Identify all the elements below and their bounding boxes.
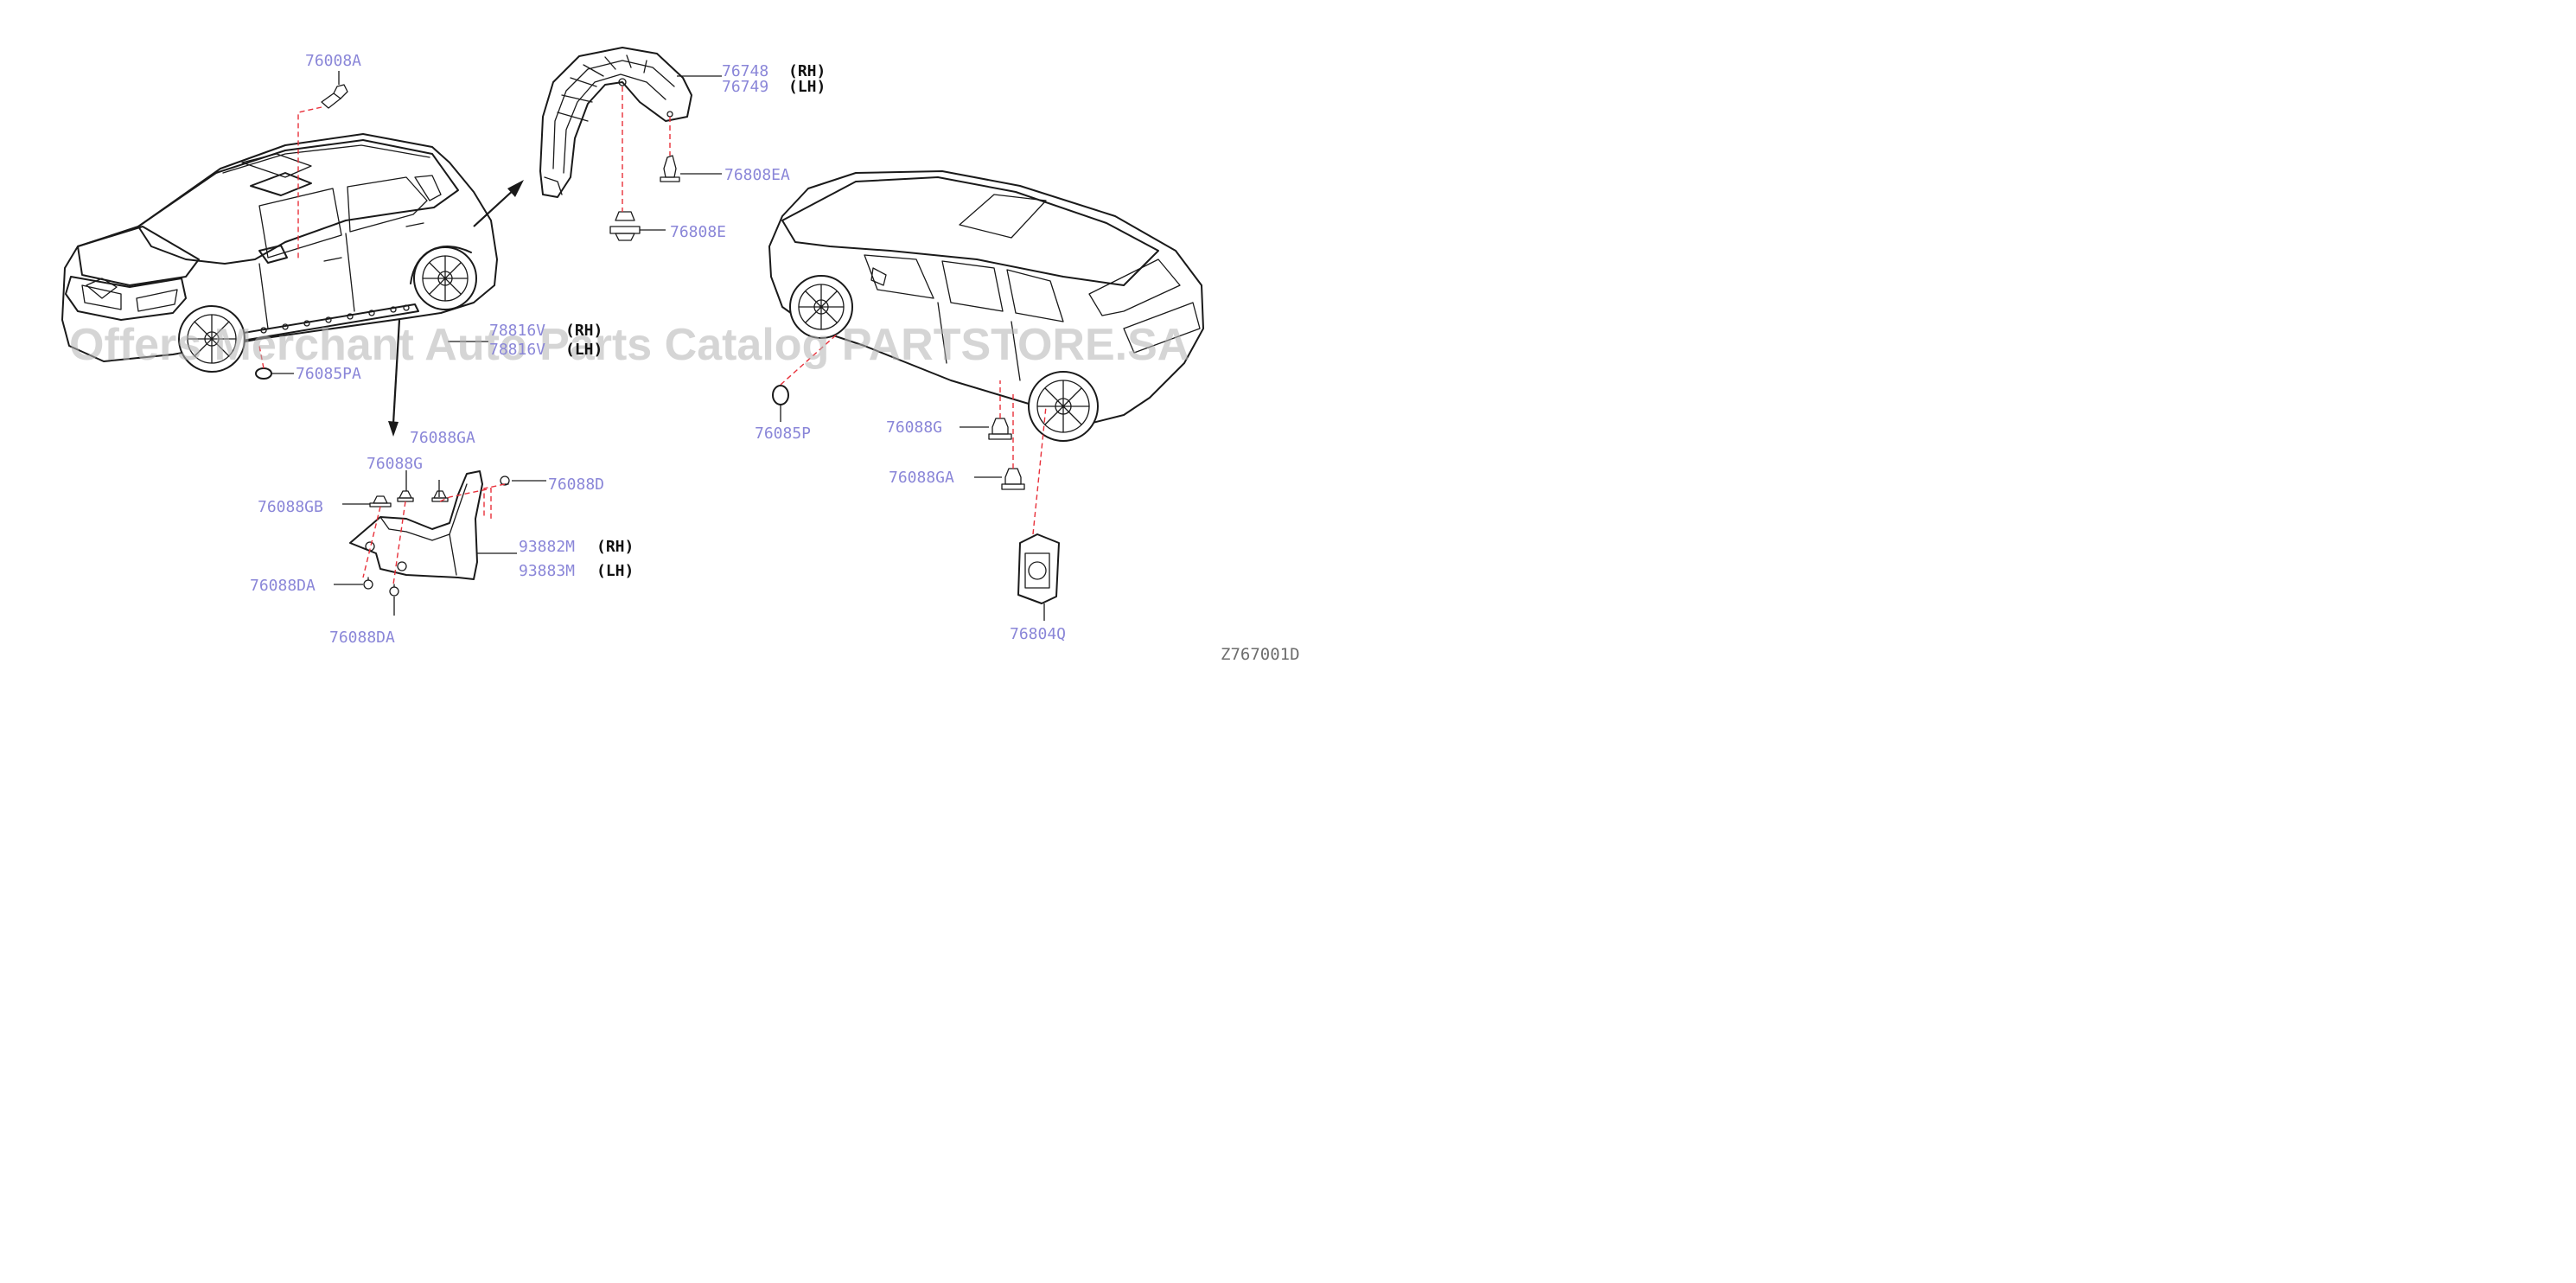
fender-protector-illustration bbox=[539, 47, 692, 198]
mud-guard-illustration bbox=[349, 470, 483, 580]
side-label-rh-93882M: (RH) bbox=[596, 538, 634, 556]
side-label-lh-93883M: (LH) bbox=[596, 562, 634, 580]
part-label-93883M[interactable]: 93883M bbox=[519, 562, 575, 580]
part-label-76088DA-left[interactable]: 76088DA bbox=[250, 577, 316, 595]
dashed-guide-lines bbox=[258, 86, 1047, 585]
part-label-76749[interactable]: 76749 bbox=[722, 78, 768, 96]
side-label-lh: (LH) bbox=[788, 78, 826, 96]
fastener-icons bbox=[255, 84, 1060, 604]
part-label-76804Q[interactable]: 76804Q bbox=[1010, 625, 1066, 643]
part-label-76085P[interactable]: 76085P bbox=[755, 424, 811, 443]
part-label-76088G-right[interactable]: 76088G bbox=[886, 418, 942, 437]
part-label-93882M[interactable]: 93882M bbox=[519, 538, 575, 556]
side-label-lh-78817V: (LH) bbox=[565, 341, 603, 359]
part-label-76088GA-right[interactable]: 76088GA bbox=[889, 469, 954, 487]
left-car-illustration bbox=[61, 133, 498, 373]
leader-lines bbox=[271, 71, 1045, 621]
direction-arrows bbox=[388, 180, 524, 437]
part-label-78817V[interactable]: 78816V bbox=[489, 341, 545, 359]
part-label-78816V[interactable]: 78816V bbox=[489, 322, 545, 340]
side-label-rh: (RH) bbox=[788, 62, 826, 80]
part-label-76808EA[interactable]: 76808EA bbox=[724, 166, 790, 184]
part-label-76088D[interactable]: 76088D bbox=[548, 476, 604, 494]
part-label-76748[interactable]: 76748 bbox=[722, 62, 768, 80]
part-label-76008A[interactable]: 76008A bbox=[305, 52, 361, 70]
part-label-76088GB[interactable]: 76088GB bbox=[258, 498, 323, 516]
side-label-rh-78816V: (RH) bbox=[565, 322, 603, 340]
part-label-76085PA[interactable]: 76085PA bbox=[296, 365, 361, 383]
right-car-illustration bbox=[768, 170, 1204, 442]
watermark-text: Offers Merchant Auto Parts Catalog PARTS… bbox=[69, 320, 1189, 370]
part-label-76088DA-bottom[interactable]: 76088DA bbox=[329, 629, 395, 647]
part-labels: 76008A 76748 (RH) 76749 (LH) 76808EA 768… bbox=[250, 52, 1066, 647]
part-label-76088G-top[interactable]: 76088G bbox=[367, 455, 423, 473]
parts-diagram: Offers Merchant Auto Parts Catalog PARTS… bbox=[61, 47, 1300, 664]
part-label-76088GA-top[interactable]: 76088GA bbox=[410, 429, 475, 447]
diagram-code: Z767001D bbox=[1221, 645, 1300, 664]
part-label-76808E[interactable]: 76808E bbox=[670, 223, 726, 241]
